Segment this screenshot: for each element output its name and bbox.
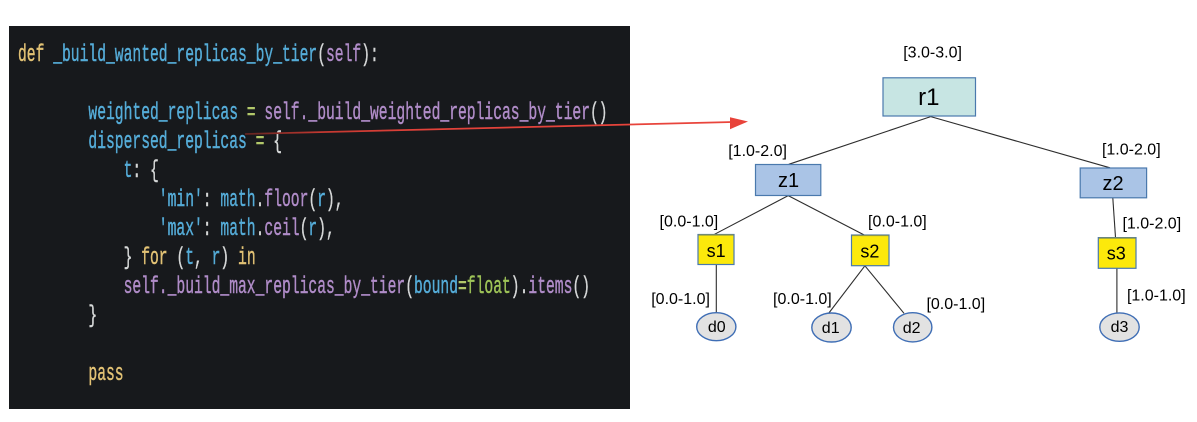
svg-text:d0: d0 <box>708 319 726 336</box>
svg-text:[1.0-2.0]: [1.0-2.0] <box>728 143 787 160</box>
svg-text:z2: z2 <box>1102 173 1123 195</box>
svg-text:r1: r1 <box>918 84 939 111</box>
svg-text:z1: z1 <box>778 170 799 192</box>
svg-text:[0.0-1.0]: [0.0-1.0] <box>773 291 832 308</box>
svg-text:s3: s3 <box>1107 243 1126 263</box>
svg-text:s2: s2 <box>860 242 879 262</box>
svg-text:[0.0-1.0]: [0.0-1.0] <box>660 213 719 230</box>
svg-text:[0.0-1.0]: [0.0-1.0] <box>868 213 927 230</box>
svg-text:[0.0-1.0]: [0.0-1.0] <box>651 291 710 308</box>
svg-text:d2: d2 <box>903 320 921 337</box>
svg-text:s1: s1 <box>707 241 726 261</box>
svg-text:d3: d3 <box>1111 319 1129 336</box>
svg-text:[1.0-1.0]: [1.0-1.0] <box>1127 287 1186 304</box>
svg-text:[1.0-2.0]: [1.0-2.0] <box>1102 142 1161 159</box>
svg-text:[1.0-2.0]: [1.0-2.0] <box>1122 216 1181 233</box>
svg-text:[0.0-1.0]: [0.0-1.0] <box>926 296 985 313</box>
svg-text:d1: d1 <box>822 320 840 337</box>
svg-text:[3.0-3.0]: [3.0-3.0] <box>903 45 962 62</box>
